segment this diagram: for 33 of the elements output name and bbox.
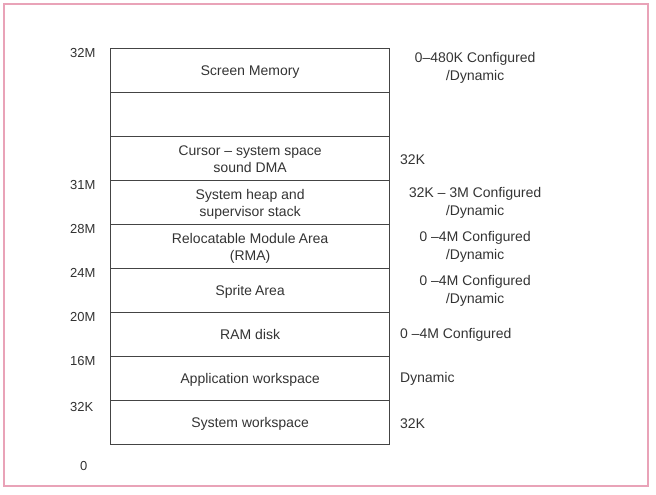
size-note: 32K [400,414,425,432]
address-label: 28M [70,221,96,236]
address-label: 20M [70,309,96,324]
address-label: 31M [70,177,96,192]
memory-block [110,136,390,181]
memory-block [110,312,390,357]
size-note: 32K [400,150,425,168]
size-note: 0 –4M Configured /Dynamic [418,271,532,307]
memory-block [110,180,390,225]
region-name: Relocatable Module Area (RMA) [170,230,330,264]
memory-block [110,48,390,93]
region-name: System workspace [191,414,309,431]
region-name: Application workspace [180,370,320,387]
size-note: 0 –4M Configured /Dynamic [418,227,532,263]
address-label: 32M [70,45,96,60]
memory-block [110,356,390,401]
region-name: RAM disk [220,326,280,343]
region-name: System heap and supervisor stack [194,186,306,220]
address-label: 24M [70,265,96,280]
memory-block [110,92,390,137]
memory-block [110,268,390,313]
size-note: Dynamic [400,368,454,386]
size-note: 0 –4M Configured [400,324,512,342]
address-label: 0 [80,458,88,473]
region-name: Sprite Area [215,282,285,299]
size-note: 0–480K Configured /Dynamic [414,48,536,84]
address-label: 32K [70,399,94,414]
region-name: Cursor – system space sound DMA [177,142,323,176]
memory-block [110,400,390,445]
address-label: 16M [70,353,96,368]
memory-block [110,224,390,269]
size-note: 32K – 3M Configured /Dynamic [408,183,542,219]
region-name: Screen Memory [200,62,300,79]
